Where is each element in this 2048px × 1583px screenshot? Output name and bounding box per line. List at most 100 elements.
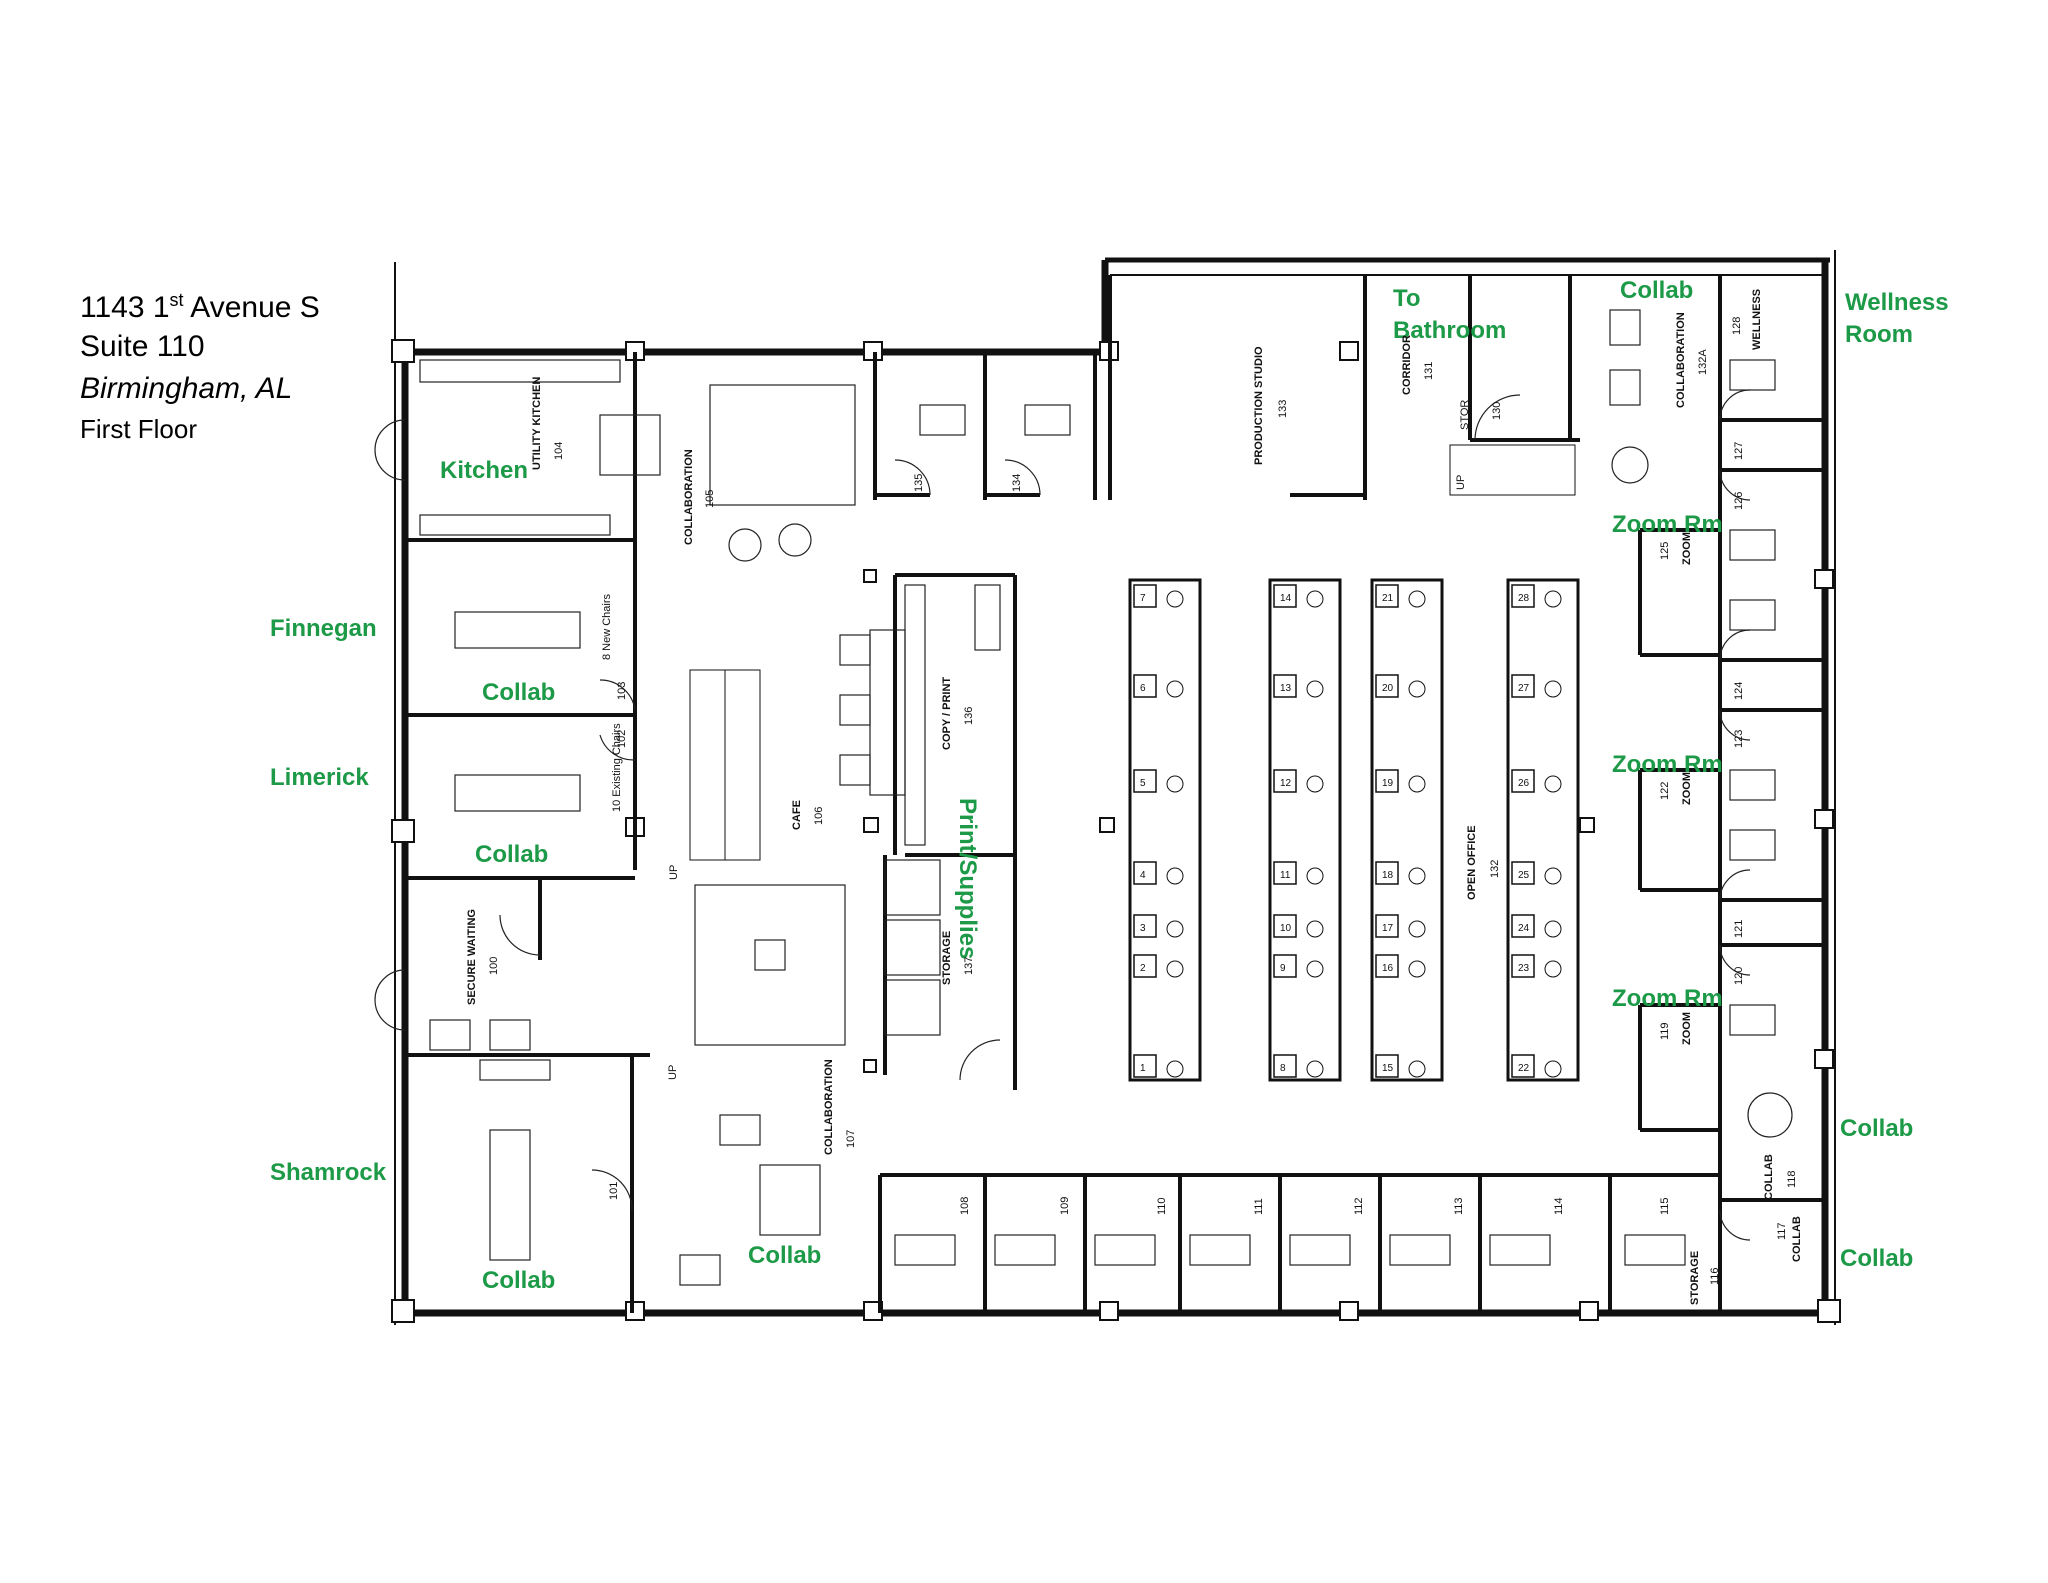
room-128: 128	[1731, 317, 1743, 335]
desk	[1511, 769, 1535, 793]
address-line: 1143 1st Avenue S	[80, 290, 320, 325]
stair-up-3: UP	[1455, 475, 1467, 490]
room-secure-waiting: SECURE WAITING	[466, 909, 478, 1005]
office-number: 109	[1059, 1197, 1071, 1215]
room-130: 130	[1491, 402, 1503, 420]
desk-cluster-frame	[1370, 578, 1444, 1082]
desk	[1273, 1054, 1297, 1078]
room-zoom-122: ZOOM	[1681, 772, 1693, 805]
room-120: 120	[1733, 967, 1745, 985]
desk-number: 19	[1382, 778, 1394, 789]
room-collaboration-107: COLLABORATION	[823, 1059, 835, 1155]
room-132a: 132A	[1697, 349, 1709, 375]
desk-chair	[1408, 590, 1426, 608]
address-number: 1143 1	[80, 291, 170, 324]
room-copy-print: COPY / PRINT	[941, 677, 953, 750]
city-line: Birmingham, AL	[80, 372, 293, 405]
desk-chair	[1306, 920, 1324, 938]
desk-number: 15	[1382, 1063, 1394, 1074]
room-101: 101	[608, 1182, 620, 1200]
desk	[1133, 954, 1157, 978]
desk-chair	[1306, 775, 1324, 793]
desk-number: 14	[1280, 593, 1292, 604]
label-collab-top: Collab	[1620, 277, 1693, 304]
structural-columns	[391, 339, 1841, 1323]
desk	[1133, 674, 1157, 698]
label-collab-118: Collab	[1840, 1115, 1913, 1142]
room-134: 134	[1011, 474, 1023, 492]
desk	[1511, 674, 1535, 698]
note-8-new-chairs: 8 New Chairs	[601, 593, 613, 660]
room-125: 125	[1659, 542, 1671, 560]
desk	[1273, 584, 1297, 608]
desk-chair	[1544, 680, 1562, 698]
stair-up-2: UP	[667, 1065, 679, 1080]
desk	[1273, 954, 1297, 978]
stair-up-1: UP	[668, 865, 680, 880]
room-121: 121	[1733, 920, 1745, 938]
room-105: 105	[704, 490, 716, 508]
desk	[1273, 861, 1297, 885]
room-collaboration-132a: COLLABORATION	[1675, 312, 1687, 408]
room-storage-116: STORAGE	[1689, 1251, 1701, 1305]
label-room: Room	[1845, 321, 1913, 348]
room-137: 137	[963, 957, 975, 975]
desk	[1273, 674, 1297, 698]
room-stor: STOR	[1459, 400, 1471, 430]
room-133: 133	[1277, 400, 1289, 418]
desk-chair	[1306, 680, 1324, 698]
room-123: 123	[1733, 730, 1745, 748]
desk-chair	[1544, 920, 1562, 938]
desk-number: 24	[1518, 923, 1530, 934]
desk-chair	[1306, 590, 1324, 608]
desk-cluster-frame	[1128, 578, 1202, 1082]
desk-number: 4	[1140, 870, 1146, 881]
label-print-supplies: Print/Supplies	[954, 798, 981, 959]
desk	[1511, 584, 1535, 608]
room-104: 104	[553, 442, 565, 460]
desk-number: 21	[1382, 593, 1394, 604]
desk-chair	[1166, 1060, 1184, 1078]
desk	[1133, 914, 1157, 938]
desk-number: 22	[1518, 1063, 1530, 1074]
office-number: 114	[1553, 1197, 1565, 1215]
desk-chair	[1166, 960, 1184, 978]
desk-number: 2	[1140, 963, 1146, 974]
interior-walls	[405, 275, 1825, 1313]
desk-number: 23	[1518, 963, 1530, 974]
desk-chair	[1408, 960, 1426, 978]
desk-number: 13	[1280, 683, 1292, 694]
desk-chair	[1408, 920, 1426, 938]
desk	[1511, 1054, 1535, 1078]
room-collaboration-105: COLLABORATION	[683, 449, 695, 545]
room-116: 116	[1709, 1267, 1721, 1285]
desk-cluster-frame	[1268, 578, 1342, 1082]
cafe-seating	[429, 629, 906, 1286]
desk-number: 6	[1140, 683, 1146, 694]
room-126: 126	[1733, 492, 1745, 510]
address-street: Avenue S	[183, 291, 320, 324]
label-limerick: Limerick	[270, 764, 369, 791]
desk-chair	[1306, 867, 1324, 885]
desk-chair	[1544, 960, 1562, 978]
desk-number: 18	[1382, 870, 1394, 881]
desk-number: 16	[1382, 963, 1394, 974]
desk-chair	[1408, 867, 1426, 885]
room-corridor: CORRIDOR	[1401, 335, 1413, 395]
desk-chair	[1306, 960, 1324, 978]
room-cafe: CAFE	[791, 800, 803, 830]
label-kitchen: Kitchen	[440, 457, 528, 484]
office-number: 110	[1156, 1197, 1168, 1215]
desk	[1133, 584, 1157, 608]
desk	[1375, 861, 1399, 885]
room-119: 119	[1659, 1022, 1671, 1040]
label-collab-117: Collab	[1840, 1245, 1913, 1272]
desk	[1133, 1054, 1157, 1078]
label-zoom-125: Zoom Rm	[1612, 511, 1723, 538]
desk	[1511, 914, 1535, 938]
label-finnegan: Finnegan	[270, 615, 377, 642]
